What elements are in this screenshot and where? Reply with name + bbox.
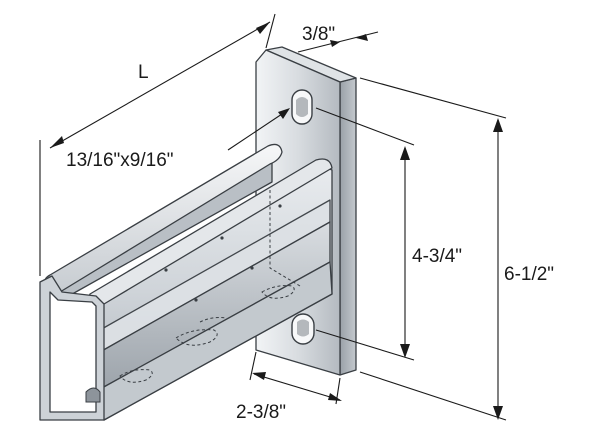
- plate-height-label: 6-1/2": [504, 264, 554, 285]
- thickness-label: 3/8": [302, 24, 335, 45]
- dimension-slot: 13/16"x9/16": [66, 108, 290, 171]
- dimension-L: L: [39, 13, 276, 276]
- plate-width-label: 2-3/8": [236, 402, 286, 423]
- channel-arm: [39, 143, 333, 421]
- dimension-plate-height: 6-1/2": [359, 77, 554, 421]
- dimension-plate-width: 2-3/8": [236, 351, 342, 423]
- dimension-thickness: 3/8": [297, 24, 379, 53]
- length-label: L: [138, 62, 149, 83]
- slot-label: 13/16"x9/16": [66, 150, 174, 171]
- dimension-hole-spacing: 4-3/4": [315, 107, 462, 361]
- hole-spacing-label: 4-3/4": [412, 246, 462, 267]
